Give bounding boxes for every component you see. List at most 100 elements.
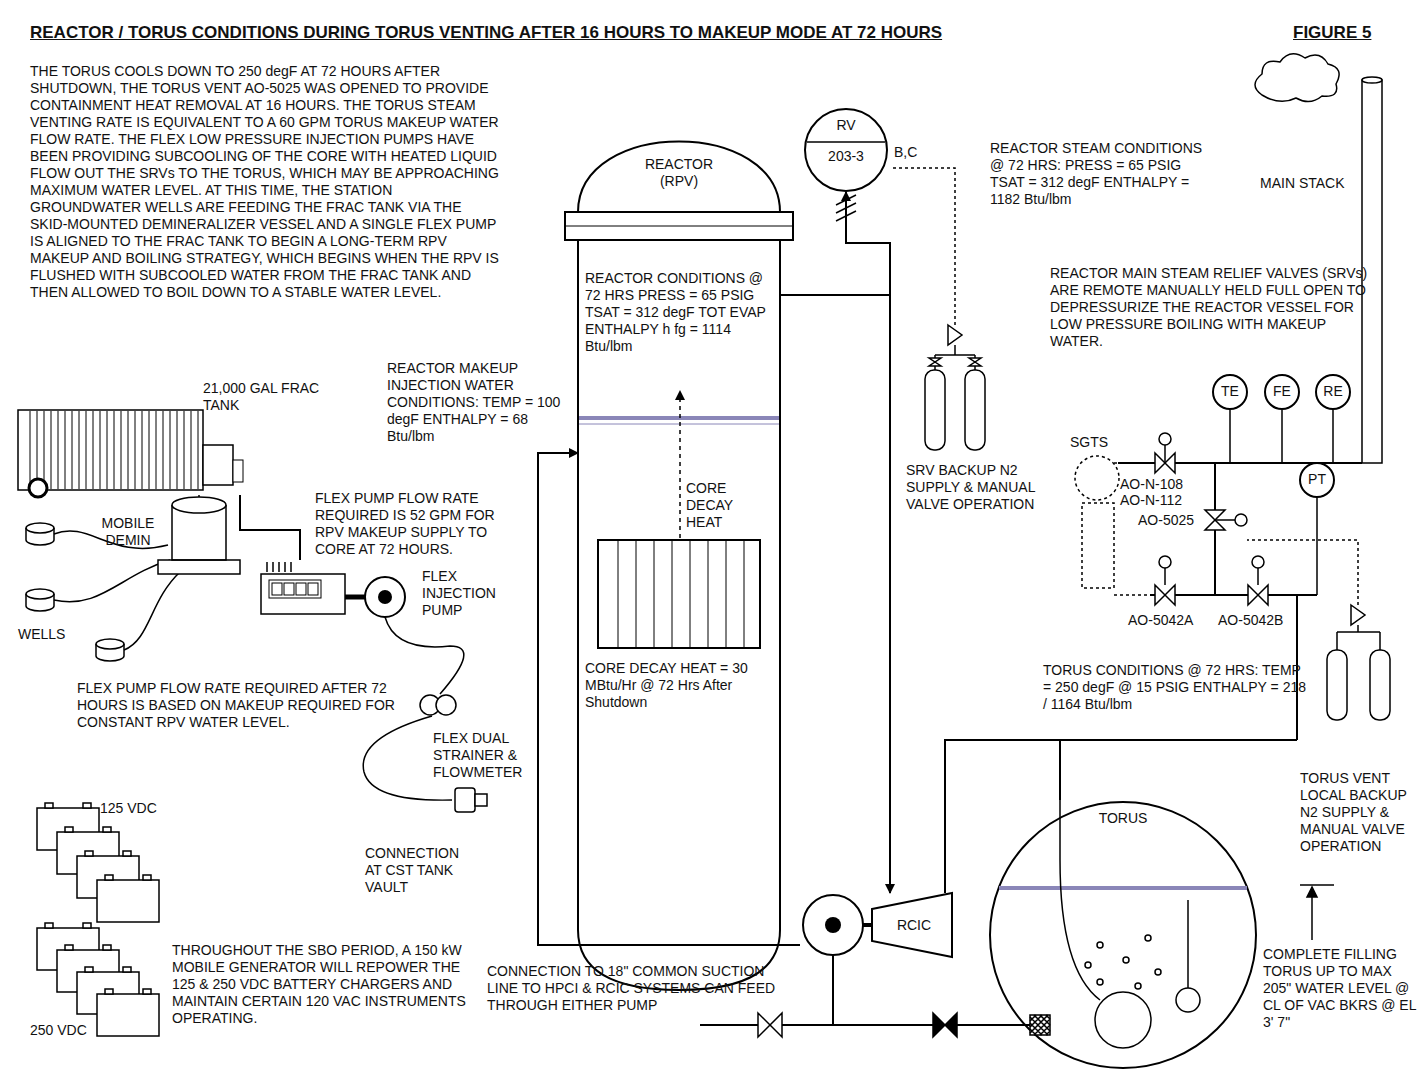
node-text: PT — [1299, 471, 1335, 488]
drawing-line — [744, 540, 745, 648]
drawing-rect — [475, 794, 487, 806]
node-outline — [800, 893, 960, 957]
drawing-path — [26, 528, 54, 545]
reactor-vessel: REACTOR (RPV)REACTOR CONDITIONS @ 72 HRS… — [578, 140, 780, 990]
drawing-line — [679, 398, 681, 538]
drawing-line — [579, 416, 779, 420]
drawing-polygon — [929, 358, 941, 366]
node-text: RCIC — [884, 917, 944, 934]
pipe-connector — [780, 295, 890, 893]
instrument-circle: RE — [1315, 374, 1351, 410]
drawing-line — [198, 495, 200, 497]
drawing-circle — [1095, 992, 1151, 1048]
valve-label: AO-5042B — [1218, 612, 1294, 629]
drawing-line — [107, 411, 108, 489]
drawing-rect — [97, 994, 159, 1036]
drawing-path — [385, 617, 464, 694]
drawing-circle — [436, 695, 456, 715]
drawing-line — [37, 411, 38, 489]
drawing-line — [272, 562, 274, 572]
instrument-circle: PT — [1299, 462, 1335, 498]
drawing-line — [135, 411, 136, 489]
note-text: COMPLETE FILLING TORUS UP TO MAX 205" WA… — [1263, 946, 1418, 1031]
drawing-path — [1255, 54, 1339, 102]
drawing-rect — [269, 580, 321, 598]
drawing-line — [114, 411, 115, 489]
drawing-line — [30, 411, 31, 489]
drawing-line — [170, 411, 171, 489]
drawing-line — [51, 411, 52, 489]
drawing-circle — [1159, 433, 1171, 445]
drawing-rect — [18, 410, 203, 490]
drawing-rect — [965, 370, 985, 450]
drawing-path — [890, 168, 955, 325]
drawing-circle — [1300, 463, 1334, 497]
relief-valve-circle: RV203-3B,C — [804, 108, 888, 192]
drawing-line — [86, 411, 87, 489]
note-text: TORUS CONDITIONS @ 72 HRS: TEMP = 250 de… — [1043, 662, 1308, 713]
drawing-line — [1311, 893, 1313, 940]
drawing-circle — [1176, 988, 1200, 1012]
drawing-rect — [85, 967, 93, 972]
drawing-path — [578, 240, 780, 990]
node-text: TE — [1212, 383, 1248, 400]
drawing-line — [672, 540, 673, 648]
drawing-g — [267, 562, 291, 572]
drawing-line — [121, 411, 122, 489]
drawing-path — [54, 560, 170, 602]
drawing-g — [26, 54, 1390, 1037]
drawing-g — [1030, 800, 1200, 1048]
note-text: TORUS VENT LOCAL BACKUP N2 SUPPLY & MANU… — [1300, 770, 1418, 855]
note-text: REACTOR STEAM CONDITIONS @ 72 HRS: PRESS… — [990, 140, 1205, 208]
drawing-rect — [105, 875, 113, 880]
node-text: CORE DECAY HEAT = 30 MBtu/Hr @ 72 Hrs Af… — [585, 660, 777, 711]
drawing-line — [72, 411, 73, 489]
drawing-path — [124, 572, 180, 650]
drawing-rect — [284, 583, 294, 595]
drawing-ellipse — [26, 523, 54, 533]
note-text: FLEX PUMP FLOW RATE REQUIRED AFTER 72 HO… — [77, 680, 407, 731]
valve-label: AO-N-112 — [1120, 492, 1200, 509]
drawing-polygon — [1248, 585, 1268, 605]
drawing-line — [700, 1024, 1030, 1026]
node-text: REACTOR CONDITIONS @ 72 HRS PRESS = 65 P… — [585, 270, 777, 355]
drawing-rect — [65, 827, 73, 832]
drawing-polygon — [933, 1013, 957, 1037]
part-label: MAIN STACK — [1260, 175, 1355, 192]
drawing-circle — [1316, 375, 1350, 409]
node-text: CORE DECAY HEAT — [686, 480, 766, 531]
drawing-circle — [1235, 514, 1247, 526]
drawing-polygon — [758, 1013, 782, 1037]
drawing-line — [163, 411, 164, 489]
drawing-rect — [103, 827, 111, 832]
drawing-line — [345, 595, 365, 600]
drawing-line — [1300, 884, 1334, 886]
node-text: B,C — [894, 144, 934, 161]
drawing-line — [708, 540, 709, 648]
drawing-circle — [1085, 962, 1091, 968]
drawing-circle — [1135, 983, 1141, 989]
node-outline — [255, 560, 415, 618]
drawing-line — [1164, 568, 1166, 585]
drawing-circle — [1159, 556, 1171, 568]
drawing-circle — [990, 802, 1256, 1068]
drawing-rect — [123, 967, 131, 972]
instrument-circle: FE — [1264, 374, 1300, 410]
drawing-line — [654, 540, 655, 648]
drawing-line — [128, 411, 129, 489]
drawing-circle — [1213, 375, 1247, 409]
drawing-rect — [598, 540, 760, 648]
part-label: WELLS — [18, 626, 78, 643]
drawing-circle — [378, 590, 392, 604]
drawing-polygon — [969, 358, 981, 366]
drawing-line — [807, 141, 885, 143]
drawing-rect — [85, 851, 93, 856]
drawing-line — [184, 411, 185, 489]
note-text: FLEX PUMP FLOW RATE REQUIRED IS 52 GPM F… — [315, 490, 525, 558]
diagram-title: REACTOR / TORUS CONDITIONS DURING TORUS … — [30, 24, 942, 41]
drawing-polygon — [1307, 887, 1317, 897]
drawing-line — [79, 411, 80, 489]
drawing-ellipse — [172, 497, 226, 513]
drawing-line — [726, 540, 727, 648]
drawing-line — [266, 562, 268, 572]
